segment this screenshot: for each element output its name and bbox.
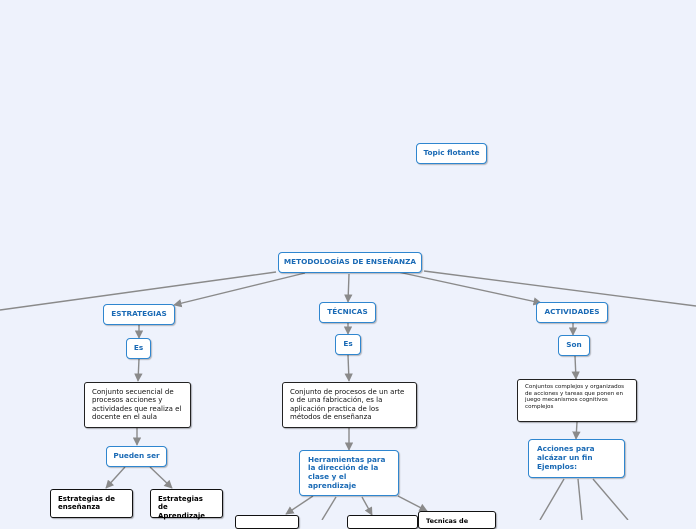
edge-actions-to-child-1 bbox=[539, 478, 565, 520]
edge-actions-to-child-3 bbox=[592, 478, 629, 520]
edge-pueden-ser-to-learning bbox=[149, 466, 173, 489]
edge-tools-to-child-1 bbox=[285, 495, 314, 515]
teaching-strategies-topic[interactable]: Estrategias de enseñanza bbox=[50, 489, 133, 518]
tools-child-4-topic[interactable]: Tecnicas de bbox=[418, 511, 496, 529]
edge-es-to-strategies-def bbox=[134, 358, 143, 382]
learning-strategies-topic[interactable]: Estrategias de Aprendizaje bbox=[150, 489, 223, 520]
edge-pueden-ser-to-teaching bbox=[105, 466, 126, 489]
activities-topic[interactable]: ACTIVIDADES bbox=[536, 302, 608, 323]
tools-child-3-topic[interactable] bbox=[347, 515, 418, 529]
techniques-es-topic[interactable]: Es bbox=[335, 334, 361, 355]
edge-es-to-techniques-def bbox=[344, 354, 353, 382]
edge-root-to-offscreen-right bbox=[423, 270, 696, 307]
strategies-topic[interactable]: ESTRATEGIAS bbox=[103, 304, 175, 325]
edge-root-to-techniques bbox=[344, 273, 353, 303]
edge-root-to-activities bbox=[397, 271, 542, 306]
edge-tools-to-child-2 bbox=[321, 496, 337, 520]
floating-topic[interactable]: Topic flotante bbox=[416, 143, 487, 164]
tools-topic[interactable]: Herramientas para la dirección de la cla… bbox=[299, 450, 399, 496]
edge-tools-to-child-4 bbox=[397, 495, 428, 512]
edge-root-to-offscreen-left bbox=[0, 271, 277, 311]
edge-root-to-strategies bbox=[173, 272, 306, 308]
techniques-definition[interactable]: Conjunto de procesos de un arte o de una… bbox=[282, 382, 417, 428]
actions-topic[interactable]: Acciones para alcázar un fin Ejemplos: bbox=[528, 439, 625, 478]
techniques-topic[interactable]: TÉCNICAS bbox=[319, 302, 376, 323]
tools-child-1-topic[interactable] bbox=[235, 515, 299, 529]
edge-activities-def-to-actions bbox=[572, 421, 581, 440]
strategies-definition[interactable]: Conjunto secuencial de procesos acciones… bbox=[84, 382, 191, 428]
activities-definition[interactable]: Conjuntos complejos y organizados de acc… bbox=[517, 379, 637, 422]
root-topic[interactable]: METODOLOGÍAS DE ENSEÑANZA bbox=[278, 252, 422, 273]
activities-son-topic[interactable]: Son bbox=[558, 335, 590, 356]
strategies-es-topic[interactable]: Es bbox=[126, 338, 151, 359]
edge-son-to-activities-def bbox=[571, 355, 580, 380]
pueden-ser-topic[interactable]: Pueden ser bbox=[106, 446, 167, 467]
edge-actions-to-child-2 bbox=[577, 478, 583, 520]
edge-tools-to-child-3 bbox=[361, 496, 373, 516]
